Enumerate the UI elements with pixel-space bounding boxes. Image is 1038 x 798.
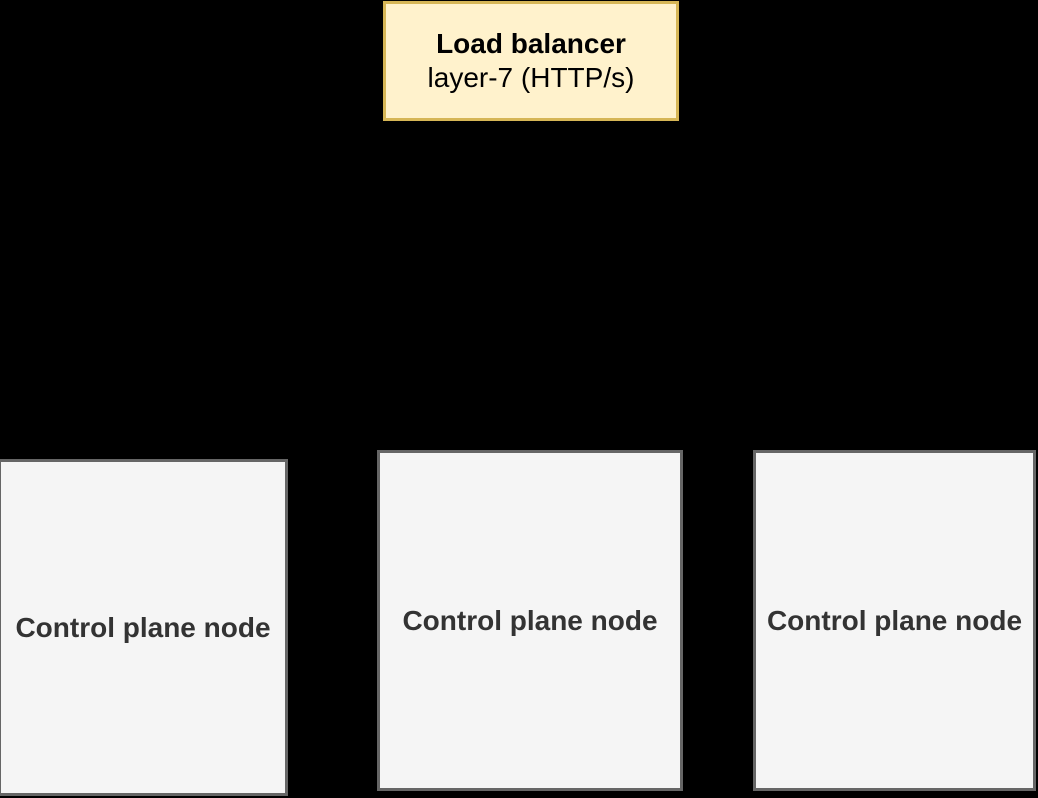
control-plane-node-label: Control plane node <box>402 604 658 636</box>
control-plane-node-box-1: Control plane node <box>0 459 288 796</box>
load-balancer-box: Load balancer layer-7 (HTTP/s) <box>383 1 679 121</box>
control-plane-node-box-2: Control plane node <box>377 450 683 791</box>
control-plane-node-box-3: Control plane node <box>753 450 1036 791</box>
load-balancer-subtitle: layer-7 (HTTP/s) <box>427 62 635 93</box>
control-plane-node-label: Control plane node <box>15 611 271 643</box>
load-balancer-title: Load balancer <box>436 28 626 59</box>
control-plane-node-label: Control plane node <box>766 604 1023 636</box>
